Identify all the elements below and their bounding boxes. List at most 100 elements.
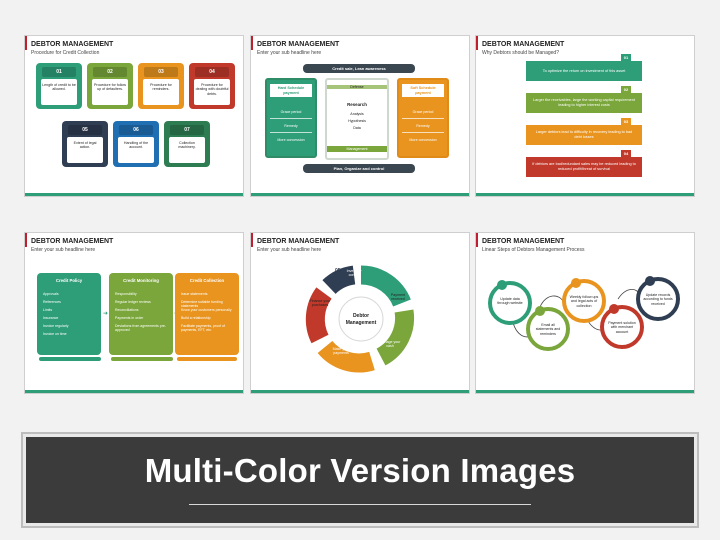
slide-subtitle: Procedure for Credit Collection — [31, 50, 100, 56]
hub-label: Debtor — [353, 313, 369, 319]
footer-title: Multi-Color Version Images — [144, 452, 576, 489]
panel-item: Responsibility — [115, 292, 137, 296]
step-label: Update data through website — [497, 297, 523, 306]
slide-thumbnail-6[interactable]: DEBTOR MANAGEMENT Linear Steps of Debtor… — [475, 232, 695, 394]
credit-policy-panel: Credit Policy Approvals References Limit… — [37, 273, 101, 355]
slide-thumbnail-4[interactable]: DEBTOR MANAGEMENT Enter your sub headlin… — [24, 232, 244, 394]
cycle-diagram: Debtor Management — [305, 265, 415, 373]
step-tile-02: 02 Procedure for follow up of defaulters… — [87, 63, 133, 109]
segment-01 — [360, 265, 411, 307]
tile-text: Procedure for reminders. — [150, 83, 172, 92]
tile-text: Procedure for dealing with doubtful debt… — [195, 83, 229, 96]
segment-label: Payment received — [390, 293, 406, 302]
hub-label: Management — [346, 320, 377, 326]
slide-title: DEBTOR MANAGEMENT — [257, 41, 340, 48]
cycle-ring — [305, 265, 415, 373]
column-heading: Research — [347, 102, 367, 107]
step-label: Payment solution with merchant account — [608, 321, 636, 334]
step-icon-badge — [609, 304, 619, 314]
slide-subtitle: Enter your sub headline here — [31, 247, 96, 253]
divider — [402, 132, 444, 133]
tile-number: 05 — [68, 125, 102, 135]
panel-item: Insurance — [43, 316, 59, 320]
step-tile-06: 06 Handling of the account. — [113, 121, 159, 167]
segment-label: Make your payments — [332, 347, 350, 356]
step-tile-03: 03 Procedure for reminders. — [138, 63, 184, 109]
tile-number: 02 — [93, 67, 127, 77]
slide-thumbnail-2[interactable]: DEBTOR MANAGEMENT Enter your sub headlin… — [250, 35, 470, 197]
step-circle-03 — [562, 279, 606, 323]
row-number-03: 03 — [621, 118, 631, 125]
pipe-segment — [111, 357, 173, 361]
slide-subtitle: Why Debtors should be Managed? — [482, 50, 559, 56]
center-column: Defense Research Analysis Hypothesis Dat… — [325, 78, 389, 160]
credit-collection-panel: Credit Collection Issue statements Deter… — [175, 273, 239, 355]
row-text: Larger debtors lead to difficulty in rec… — [535, 130, 633, 139]
slide-thumbnail-3[interactable]: DEBTOR MANAGEMENT Why Debtors should be … — [475, 35, 695, 197]
tile-number: 06 — [119, 125, 153, 135]
pipe-segment — [177, 357, 237, 361]
row-number-02: 02 — [621, 86, 631, 93]
process-steps-diagram — [488, 276, 680, 351]
column-item: Remedy — [284, 124, 298, 128]
slide-thumbnail-5[interactable]: DEBTOR MANAGEMENT Enter your sub headlin… — [250, 232, 470, 394]
row-number-04: 04 — [621, 150, 631, 157]
segment-number: 03 — [349, 357, 355, 363]
segment-number: 05 — [335, 268, 341, 274]
tile-card — [143, 79, 179, 105]
column-item: More concession — [277, 138, 305, 142]
step-label: Update records according to funds receiv… — [643, 293, 673, 306]
column-item: More concession — [409, 138, 437, 142]
bottom-banner: Plan, Organize and control — [303, 164, 415, 173]
panel-item: Determine suitable funding statements — [181, 300, 223, 308]
step-circle-01 — [488, 281, 532, 325]
panel-heading: Credit Policy — [55, 278, 83, 283]
tile-card — [194, 79, 230, 105]
column-heading: Hard Schedule payment — [270, 84, 312, 98]
tile-number: 01 — [42, 67, 76, 77]
column-item: Management — [327, 146, 387, 152]
tile-card — [169, 137, 205, 163]
panel-item: Facilitate payments, proof of payments, … — [181, 324, 225, 332]
panel-item: Deviations from agreements pre-approved — [115, 324, 166, 332]
slide-subtitle: Enter your sub headline here — [257, 247, 322, 253]
panel-item: Issue statements — [181, 292, 208, 296]
panel-heading: Credit Monitoring — [123, 278, 159, 283]
divider — [270, 132, 312, 133]
segment-label: Inventory control — [346, 269, 362, 278]
hub-circle — [338, 296, 384, 342]
column-item: Grace period — [412, 110, 434, 114]
row-text: If debtors are bad/redundant sales may b… — [532, 162, 636, 171]
connector-arrow — [539, 295, 565, 308]
footer-banner — [26, 437, 694, 523]
panel-item: Regular ledger reviews — [115, 300, 151, 304]
segment-02 — [376, 309, 415, 366]
tile-text: Length of credit to be allowed. — [42, 83, 76, 92]
tile-text: Collection machinery. — [178, 141, 196, 150]
panel-item: Know your customers personally — [181, 308, 232, 312]
panel-item: Invoice regularly — [43, 324, 69, 328]
slide-thumbnail-1[interactable]: DEBTOR MANAGEMENT Procedure for Credit C… — [24, 35, 244, 197]
step-tile-07: 07 Collection machinery. — [164, 121, 210, 167]
tile-card — [92, 79, 128, 105]
reason-row-01: To optimize the return on investment of … — [526, 61, 642, 81]
step-tile-01: 01 Length of credit to be allowed. — [36, 63, 82, 109]
panel-heading: Credit Collection — [189, 278, 225, 283]
step-icon-badge — [645, 276, 655, 286]
segment-number: 02 — [403, 331, 409, 337]
column-item: Remedy — [416, 124, 430, 128]
panel-item: References — [43, 300, 61, 304]
segment-03 — [317, 340, 375, 373]
right-column: Soft Schedule payment Grace period Remed… — [397, 78, 449, 158]
slide-title: DEBTOR MANAGEMENT — [482, 238, 565, 245]
slide-subtitle: Linear Steps of Debtors Management Proce… — [482, 247, 585, 253]
tile-card — [41, 79, 77, 105]
reason-row-04: If debtors are bad/redundant sales may b… — [526, 157, 642, 177]
panel-item: Approvals — [43, 292, 59, 296]
tile-card — [118, 137, 154, 163]
reason-row-02: Larger the receivables, large the workin… — [526, 93, 642, 113]
tile-text: Procedure for follow up of defaulters. — [94, 83, 126, 92]
segment-04 — [305, 287, 332, 344]
column-heading: Soft Schedule payment — [402, 84, 444, 98]
segment-label: Finance your purchases — [309, 299, 331, 308]
